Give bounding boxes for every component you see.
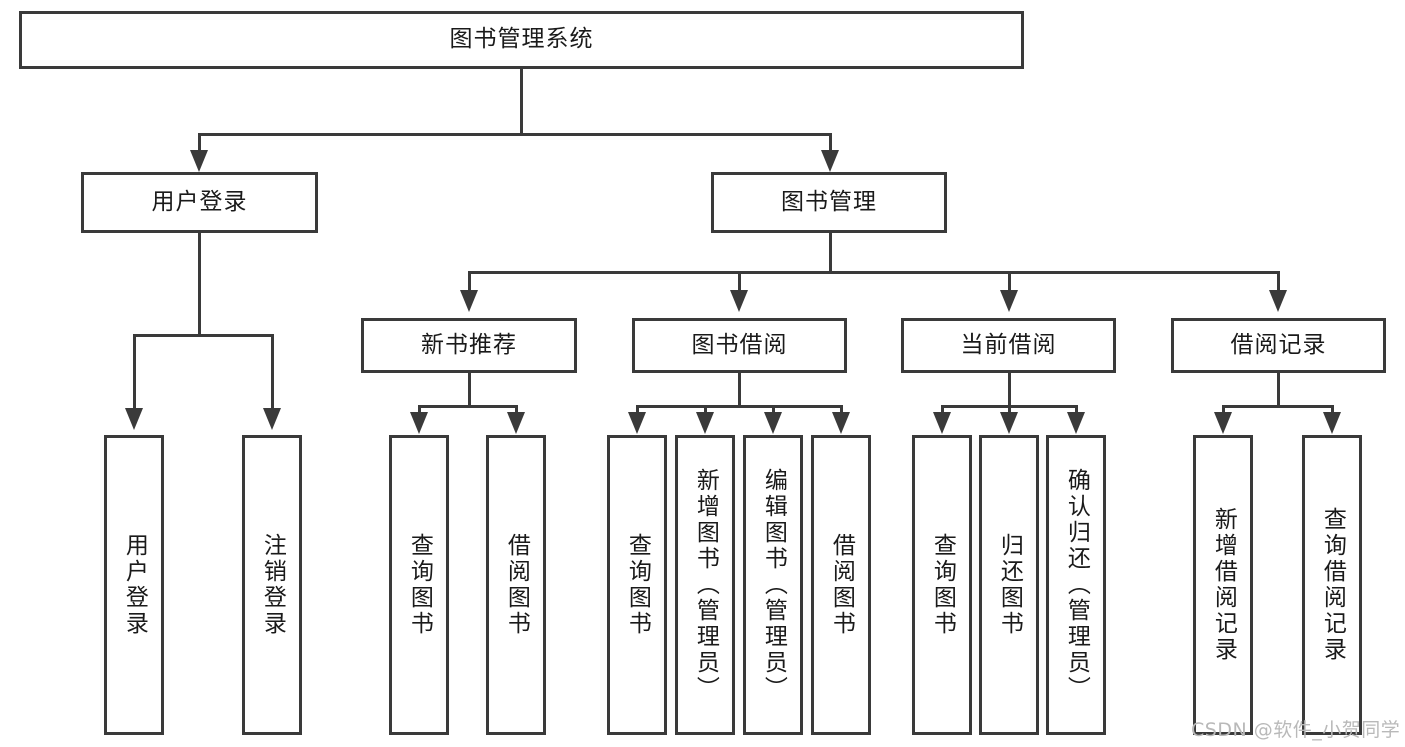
arrow-to-leaf-2 xyxy=(263,408,281,430)
edge-book-manage-to-borrow-record xyxy=(1277,271,1280,293)
arrow-to-user-login xyxy=(190,150,208,172)
edge-bb-to-leaf-5 xyxy=(636,405,639,417)
node-leaf-return-book[interactable]: 归还图书 xyxy=(979,435,1039,735)
node-label: 查询借阅记录 xyxy=(1319,507,1346,663)
node-label: 查询图书 xyxy=(929,533,956,637)
arrow-to-leaf-11 xyxy=(1067,412,1085,434)
edge-book-manage-bus xyxy=(468,271,1280,274)
node-book-borrow[interactable]: 图书借阅 xyxy=(632,318,847,373)
node-book-manage[interactable]: 图书管理 xyxy=(711,172,947,233)
edge-new-book-recommend-bus xyxy=(418,405,518,408)
edge-cb-to-leaf-10 xyxy=(1008,405,1011,417)
node-label: 归还图书 xyxy=(996,533,1023,637)
node-label: 用户登录 xyxy=(121,533,148,637)
edge-root-bus xyxy=(198,133,832,136)
csdn-watermark: CSDN @软件_小贺同学 xyxy=(1191,715,1400,742)
node-label: 借阅记录 xyxy=(1230,331,1327,358)
arrow-to-current-borrow xyxy=(1000,290,1018,312)
arrow-to-book-borrow xyxy=(730,290,748,312)
arrow-to-leaf-9 xyxy=(933,412,951,434)
edge-br-to-leaf-12 xyxy=(1222,405,1225,417)
edge-br-to-leaf-13 xyxy=(1331,405,1334,417)
node-label: 查询图书 xyxy=(406,533,433,637)
node-leaf-query-borrow-record[interactable]: 查询借阅记录 xyxy=(1302,435,1362,735)
edge-nbr-to-leaf-3 xyxy=(418,405,421,417)
arrow-to-leaf-13 xyxy=(1323,412,1341,434)
edge-user-login-bus xyxy=(133,334,274,337)
node-leaf-user-login[interactable]: 用户登录 xyxy=(104,435,164,735)
node-label: 图书管理 xyxy=(781,188,877,215)
node-leaf-query-book-2[interactable]: 查询图书 xyxy=(607,435,667,735)
node-leaf-borrow-book-2[interactable]: 借阅图书 xyxy=(811,435,871,735)
node-leaf-borrow-book-1[interactable]: 借阅图书 xyxy=(486,435,546,735)
node-leaf-edit-book-admin[interactable]: 编辑图书（管理员） xyxy=(743,435,803,735)
edge-cb-to-leaf-9 xyxy=(941,405,944,417)
edge-book-manage-to-current-borrow xyxy=(1008,271,1011,293)
node-new-book-recommend[interactable]: 新书推荐 xyxy=(361,318,577,373)
arrow-to-leaf-4 xyxy=(507,412,525,434)
node-label: 编辑图书（管理员） xyxy=(760,468,787,702)
arrow-to-book-manage xyxy=(821,150,839,172)
edge-new-book-recommend-stem xyxy=(468,373,471,405)
edge-book-manage-stem xyxy=(829,233,832,271)
node-root-book-management-system[interactable]: 图书管理系统 xyxy=(19,11,1024,69)
node-label: 图书借阅 xyxy=(691,331,788,358)
node-label: 图书管理系统 xyxy=(449,26,594,53)
edge-user-login-to-leaf-2 xyxy=(271,334,274,412)
arrow-to-leaf-8 xyxy=(832,412,850,434)
edge-book-manage-to-book-borrow xyxy=(738,271,741,293)
node-current-borrow[interactable]: 当前借阅 xyxy=(901,318,1116,373)
arrow-to-leaf-12 xyxy=(1214,412,1232,434)
node-leaf-logout[interactable]: 注销登录 xyxy=(242,435,302,735)
arrow-to-leaf-6 xyxy=(696,412,714,434)
node-leaf-add-book-admin[interactable]: 新增图书（管理员） xyxy=(675,435,735,735)
node-label: 确认归还（管理员） xyxy=(1063,468,1090,702)
edge-user-login-stem xyxy=(198,233,201,334)
edge-borrow-record-bus xyxy=(1222,405,1334,408)
arrow-to-leaf-3 xyxy=(410,412,428,434)
arrow-to-leaf-7 xyxy=(764,412,782,434)
edge-root-to-user-login xyxy=(198,133,201,155)
edge-bb-to-leaf-7 xyxy=(772,405,775,417)
edge-root-to-book-manage xyxy=(829,133,832,155)
arrow-to-leaf-1 xyxy=(125,408,143,430)
edge-book-borrow-bus xyxy=(636,405,842,408)
arrow-to-borrow-record xyxy=(1269,290,1287,312)
node-borrow-record[interactable]: 借阅记录 xyxy=(1171,318,1386,373)
node-label: 新增图书（管理员） xyxy=(692,468,719,702)
node-user-login[interactable]: 用户登录 xyxy=(81,172,318,233)
node-leaf-add-borrow-record[interactable]: 新增借阅记录 xyxy=(1193,435,1253,735)
watermark-text: CSDN @软件_小贺同学 xyxy=(1191,719,1401,741)
edge-bb-to-leaf-8 xyxy=(840,405,843,417)
arrow-to-leaf-10 xyxy=(1000,412,1018,434)
edge-nbr-to-leaf-4 xyxy=(515,405,518,417)
node-leaf-query-book-3[interactable]: 查询图书 xyxy=(912,435,972,735)
edge-current-borrow-stem xyxy=(1008,373,1011,405)
node-leaf-confirm-return-admin[interactable]: 确认归还（管理员） xyxy=(1046,435,1106,735)
node-leaf-query-book-1[interactable]: 查询图书 xyxy=(389,435,449,735)
edge-user-login-to-leaf-1 xyxy=(133,334,136,412)
edge-bb-to-leaf-6 xyxy=(704,405,707,417)
arrow-to-new-book-recommend xyxy=(460,290,478,312)
edge-root-stem xyxy=(520,69,523,133)
edge-book-manage-to-new-book-recommend xyxy=(468,271,471,293)
node-label: 借阅图书 xyxy=(503,533,530,637)
node-label: 借阅图书 xyxy=(828,533,855,637)
edge-borrow-record-stem xyxy=(1277,373,1280,405)
node-label: 查询图书 xyxy=(624,533,651,637)
node-label: 用户登录 xyxy=(151,188,248,215)
arrow-to-leaf-5 xyxy=(628,412,646,434)
node-label: 注销登录 xyxy=(259,533,286,637)
edge-cb-to-leaf-11 xyxy=(1075,405,1078,417)
node-label: 新书推荐 xyxy=(421,331,517,358)
edge-book-borrow-stem xyxy=(738,373,741,405)
node-label: 当前借阅 xyxy=(960,331,1057,358)
node-label: 新增借阅记录 xyxy=(1210,507,1237,663)
